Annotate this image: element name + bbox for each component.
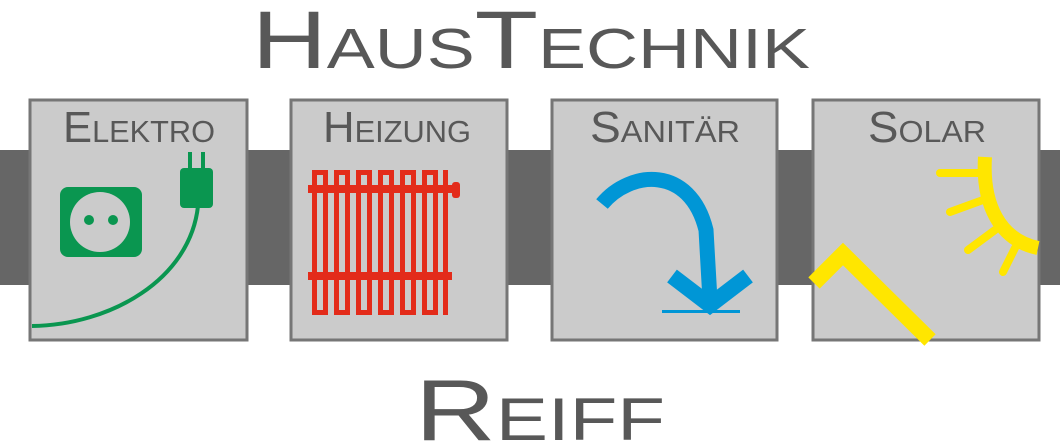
logo-subtitle: Reiff <box>415 363 665 444</box>
water-arrow-icon <box>596 171 753 316</box>
tile-heizung: Heizung <box>289 98 509 342</box>
tile-solar: Solar <box>808 98 1041 346</box>
tile-label-solar: Solar <box>868 103 986 152</box>
power-socket-plug-icon <box>31 152 213 328</box>
radiator-icon <box>308 170 460 315</box>
tile-elektro: Elektro <box>28 98 249 342</box>
tile-label-heizung: Heizung <box>323 103 471 152</box>
tile-label-sanitaer: Sanitär <box>590 103 740 152</box>
tile-label-elektro: Elektro <box>63 103 215 152</box>
tile-sanitaer: Sanitär <box>550 98 779 342</box>
sun-roof-icon <box>808 156 1040 346</box>
logo-title: HausTechnik <box>252 0 810 86</box>
